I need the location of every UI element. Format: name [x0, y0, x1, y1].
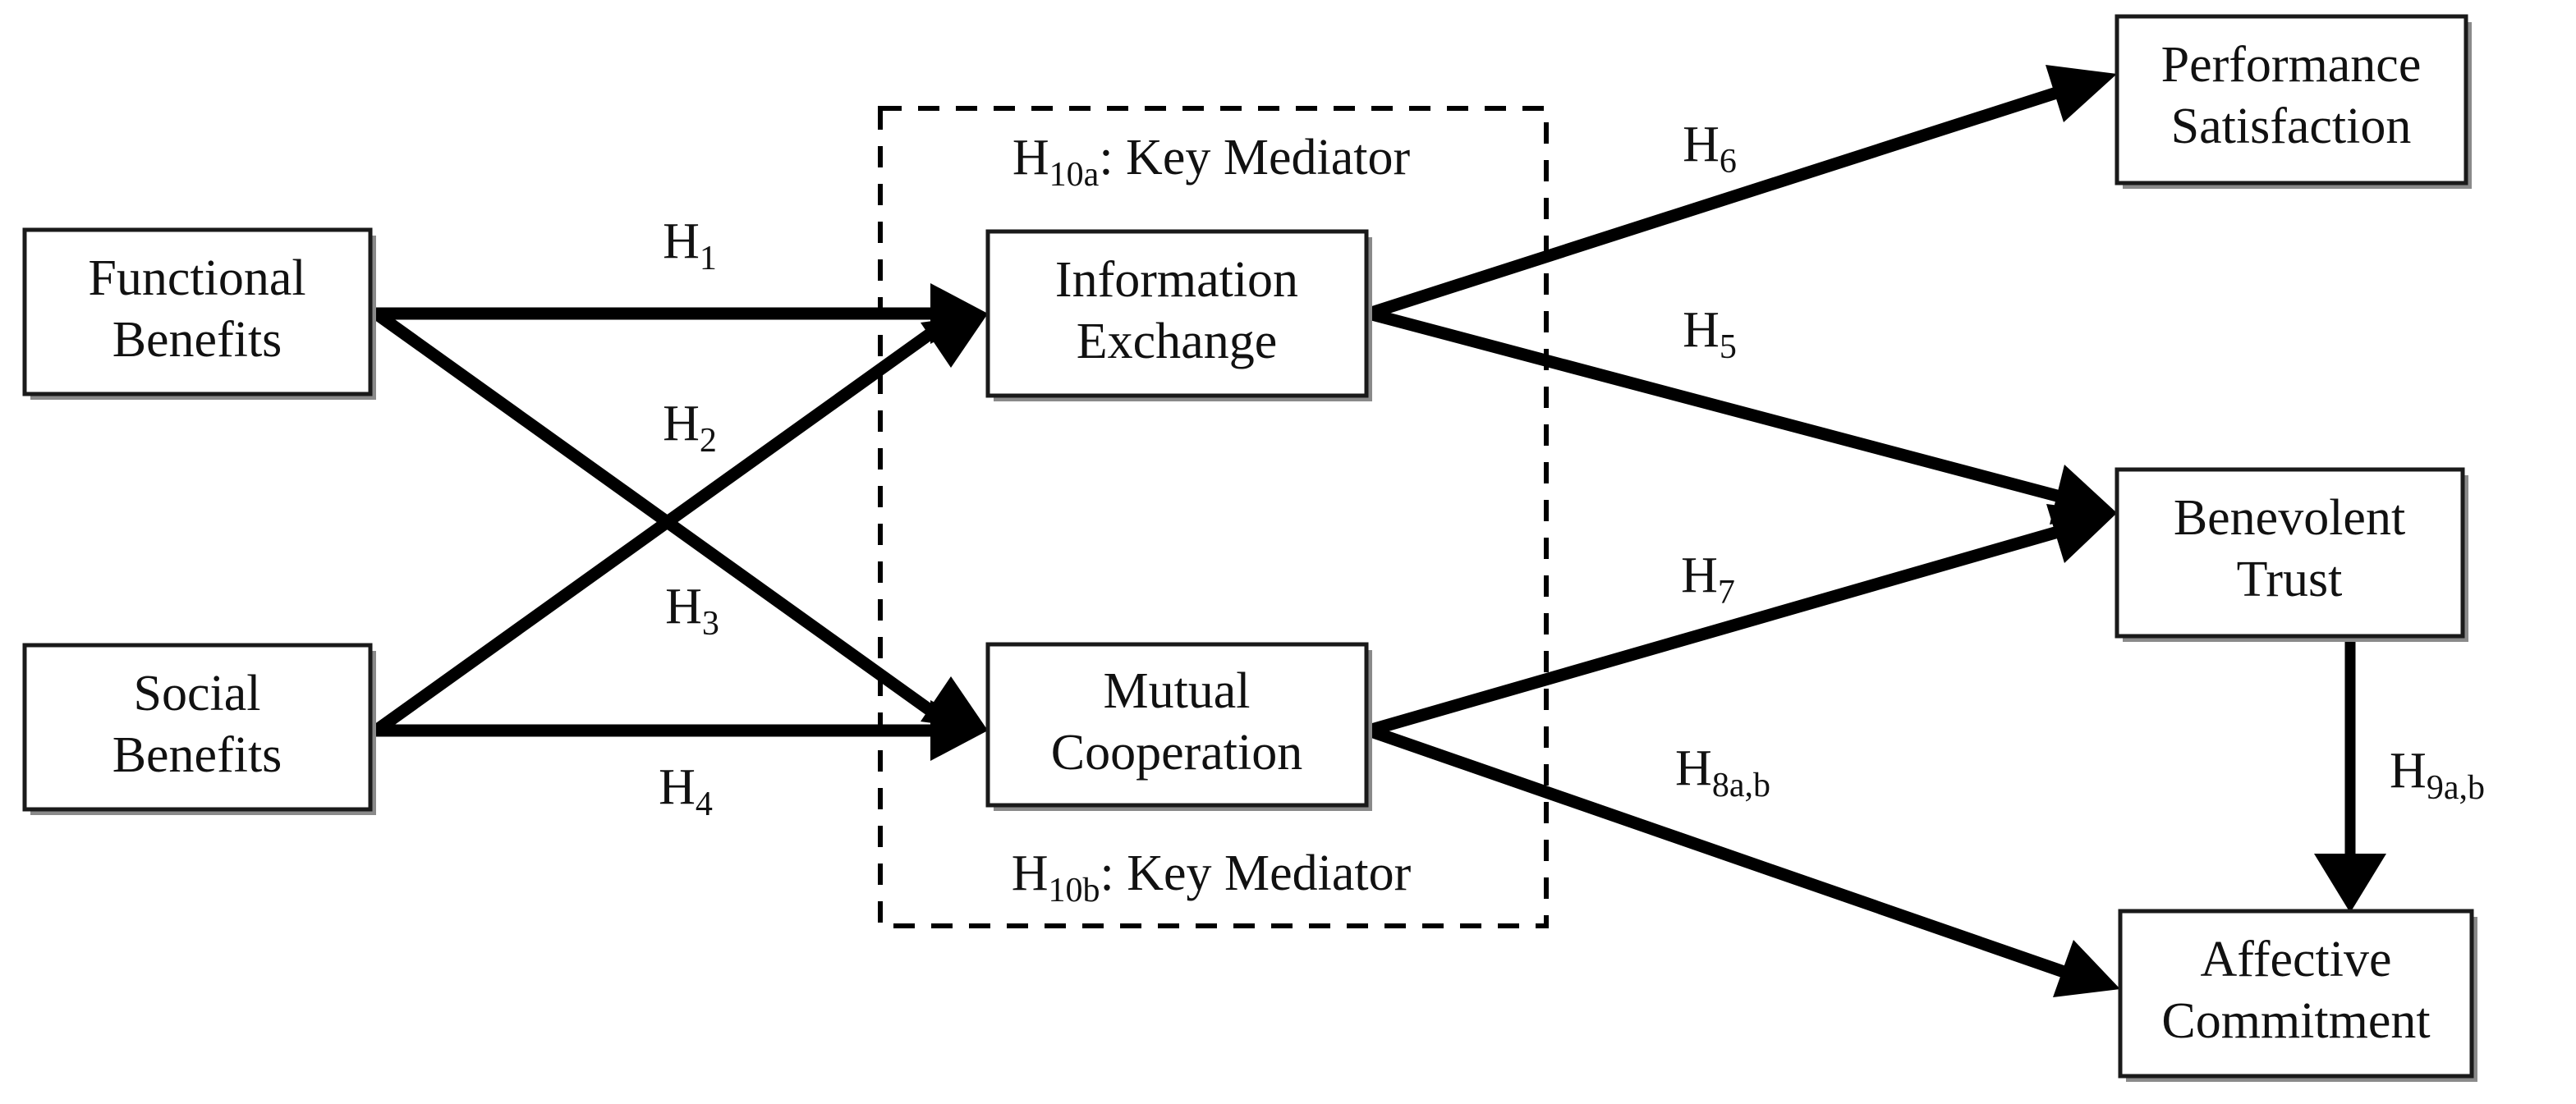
mediator-bottom-label: H10b: Key Mediator — [1012, 845, 1412, 909]
edge-h6 — [1366, 65, 2117, 320]
h3-sub: 3 — [702, 605, 719, 643]
edge-h9 — [2314, 642, 2386, 913]
benevolent-trust-label-line2: Trust — [2237, 552, 2343, 607]
h4-sub: 4 — [696, 786, 713, 823]
edge-h5 — [1367, 307, 2117, 525]
node-social-benefits[interactable]: Social Benefits — [22, 643, 376, 815]
svg-text:H7: H7 — [1681, 547, 1735, 611]
h6-sub: 6 — [1720, 143, 1737, 181]
hypothesis-label-h8: H8a,b — [1675, 740, 1770, 804]
affective-commitment-label-line1: Affective — [2201, 932, 2392, 987]
hypothesis-label-h3: H3 — [665, 579, 719, 642]
svg-text:H1: H1 — [663, 213, 717, 277]
social-benefits-label-line1: Social — [134, 666, 261, 721]
mediator-top-label-base: H — [1012, 130, 1049, 186]
svg-text:H9a,b: H9a,b — [2390, 743, 2485, 806]
mediator-bottom-label-base: H — [1012, 845, 1049, 901]
svg-text:H10a: Key Mediator: H10a: Key Mediator — [1012, 130, 1411, 193]
mutual-cooperation-label-line2: Cooperation — [1051, 725, 1303, 781]
node-functional-benefits[interactable]: Functional Benefits — [22, 227, 376, 400]
hypothesis-label-h6: H6 — [1683, 117, 1737, 180]
h9-sub: 9a,b — [2427, 769, 2485, 807]
svg-text:H10b: Key Mediator: H10b: Key Mediator — [1012, 845, 1412, 909]
h6-base: H — [1683, 117, 1720, 172]
h4-base: H — [659, 759, 696, 815]
information-exchange-label-line1: Information — [1055, 252, 1298, 308]
h7-sub: 7 — [1718, 574, 1735, 612]
hypothesis-label-h9: H9a,b — [2390, 743, 2485, 806]
node-performance-satisfaction[interactable]: Performance Satisfaction — [2115, 14, 2472, 189]
hypothesis-label-h2: H2 — [663, 396, 717, 459]
hypothesis-label-h7: H7 — [1681, 547, 1735, 611]
svg-text:H5: H5 — [1683, 302, 1737, 365]
mediator-top-label-rest: : Key Mediator — [1099, 130, 1410, 186]
edge-h8 — [1366, 724, 2120, 997]
functional-benefits-label-line2: Benefits — [112, 312, 282, 368]
h8-base: H — [1675, 740, 1712, 796]
key-mediator-dashed-frame — [878, 106, 1549, 928]
information-exchange-label-line2: Exchange — [1077, 314, 1277, 369]
svg-text:H4: H4 — [659, 759, 713, 822]
node-affective-commitment[interactable]: Affective Commitment — [2118, 909, 2477, 1082]
benevolent-trust-label-line1: Benevolent — [2174, 490, 2405, 546]
edge-h7 — [1366, 504, 2117, 737]
svg-text:H8a,b: H8a,b — [1675, 740, 1770, 804]
h1-base: H — [663, 213, 700, 269]
node-information-exchange[interactable]: Information Exchange — [985, 229, 1372, 401]
h8-sub: 8a,b — [1712, 767, 1770, 804]
functional-benefits-label-line1: Functional — [88, 250, 305, 306]
edge-h4 — [376, 700, 988, 761]
h2-sub: 2 — [700, 422, 717, 460]
svg-text:H3: H3 — [665, 579, 719, 642]
h2-base: H — [663, 396, 700, 451]
mediator-bottom-label-sub: 10b — [1049, 872, 1100, 909]
mediator-top-label-sub: 10a — [1049, 156, 1100, 194]
mediator-top-label: H10a: Key Mediator — [1012, 130, 1411, 193]
hypothesis-label-h4: H4 — [659, 759, 713, 822]
edge-h3 — [372, 314, 988, 736]
social-benefits-label-line2: Benefits — [112, 727, 282, 783]
h3-base: H — [665, 579, 702, 634]
node-mutual-cooperation[interactable]: Mutual Cooperation — [985, 642, 1372, 811]
h5-base: H — [1683, 302, 1720, 358]
mediator-bottom-label-rest: : Key Mediator — [1100, 845, 1412, 901]
performance-satisfaction-label-line2: Satisfaction — [2171, 98, 2412, 154]
h7-base: H — [1681, 547, 1718, 603]
performance-satisfaction-label-line1: Performance — [2161, 37, 2422, 93]
h9-base: H — [2390, 743, 2427, 799]
h5-sub: 5 — [1720, 328, 1737, 366]
h1-sub: 1 — [700, 240, 717, 277]
svg-text:H6: H6 — [1683, 117, 1737, 180]
affective-commitment-label-line2: Commitment — [2161, 993, 2430, 1049]
svg-text:H2: H2 — [663, 396, 717, 459]
node-benevolent-trust[interactable]: Benevolent Trust — [2115, 467, 2468, 642]
edge-h1 — [376, 283, 988, 344]
mutual-cooperation-label-line1: Mutual — [1103, 663, 1250, 719]
hypothesis-label-h5: H5 — [1683, 302, 1737, 365]
hypothesis-label-h1: H1 — [663, 213, 717, 277]
